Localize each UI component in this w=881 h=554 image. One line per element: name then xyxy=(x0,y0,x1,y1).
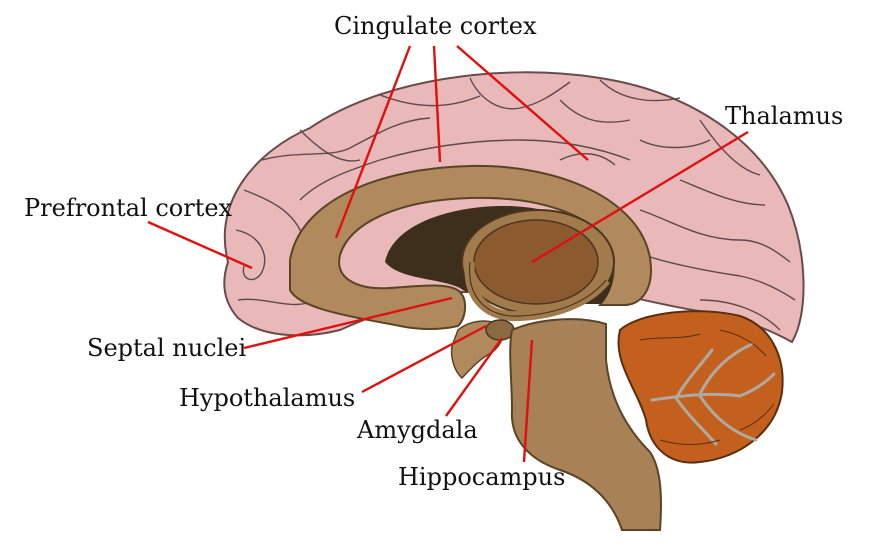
cortical-sulci xyxy=(235,77,796,331)
label-amygdala: Amygdala xyxy=(357,416,478,444)
limbic-arc xyxy=(289,164,652,330)
leader-hypothalamus xyxy=(361,324,487,394)
amygdala-shape xyxy=(485,319,515,341)
leader-thalamus xyxy=(531,130,749,264)
leader-cingulate-3 xyxy=(456,45,589,161)
leader-cingulate-2 xyxy=(432,45,442,163)
leader-septal xyxy=(243,296,453,350)
leader-lines xyxy=(147,45,749,463)
label-cingulate-cortex: Cingulate cortex xyxy=(334,12,537,40)
leader-hippocampus xyxy=(522,339,534,463)
fornix-outline xyxy=(469,261,607,317)
label-hippocampus: Hippocampus xyxy=(398,463,566,491)
label-hypothalamus: Hypothalamus xyxy=(179,384,356,412)
label-thalamus: Thalamus xyxy=(725,102,844,130)
leader-cingulate-1 xyxy=(334,45,412,239)
arbor-vitae xyxy=(650,342,776,446)
leader-amygdala xyxy=(445,337,503,417)
leader-prefrontal xyxy=(147,220,253,270)
brainstem xyxy=(509,318,662,531)
label-septal-nuclei: Septal nuclei xyxy=(87,334,247,362)
cerebellar-folia xyxy=(639,329,775,445)
label-prefrontal-cortex: Prefrontal cortex xyxy=(24,194,233,222)
